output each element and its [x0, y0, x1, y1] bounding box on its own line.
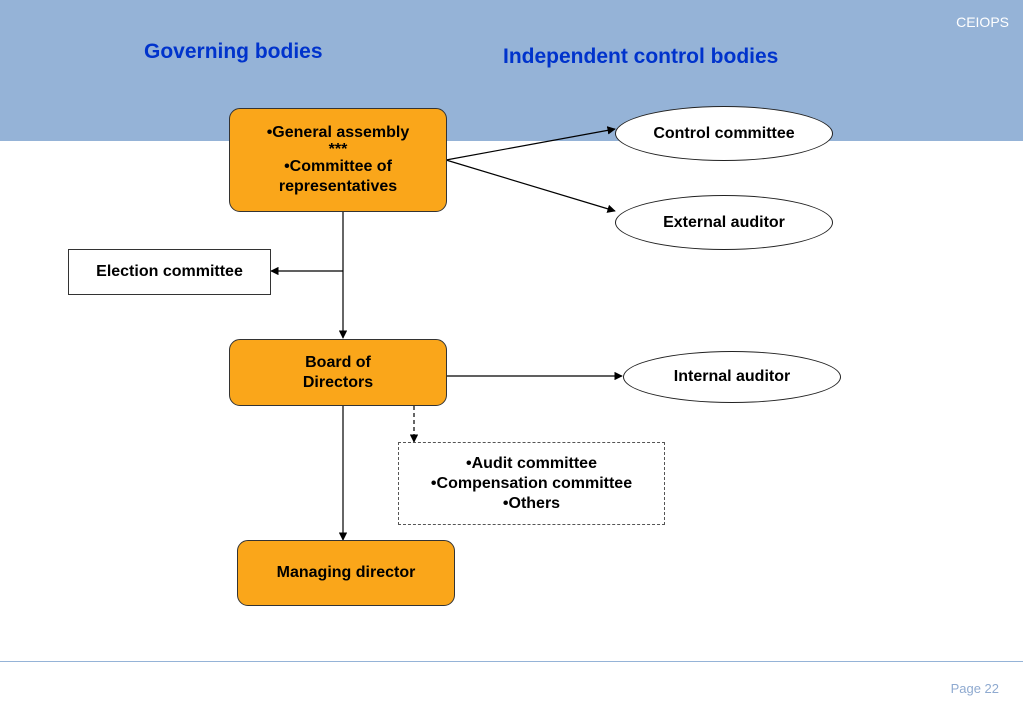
others-label: •Others [502, 494, 561, 512]
internal-auditor-ellipse: Internal auditor [623, 351, 841, 403]
committees-box: •Audit committee •Compensation committee… [398, 442, 665, 525]
control-committee-label: Control committee [653, 124, 795, 142]
audit-committee-label: •Audit committee [466, 454, 597, 472]
page-number: Page 22 [950, 681, 999, 696]
arrow-to-external-auditor [445, 159, 616, 213]
general-assembly-line1: •General assembly [266, 124, 410, 141]
footer-divider [0, 661, 1023, 662]
governing-bodies-title: Governing bodies [144, 40, 323, 63]
board-line2: Directors [302, 373, 374, 391]
external-auditor-ellipse: External auditor [615, 195, 833, 250]
general-assembly-box: •General assembly *** •Committee of repr… [229, 108, 447, 212]
election-committee-label: Election committee [96, 263, 243, 280]
external-auditor-label: External auditor [663, 213, 785, 231]
election-committee-box: Election committee [68, 249, 271, 295]
arrow-to-control-committee [445, 126, 616, 161]
compensation-committee-label: •Compensation committee [430, 474, 633, 492]
general-assembly-line2: *** [328, 141, 348, 158]
control-bodies-title: Independent control bodies [503, 45, 779, 68]
header-band [0, 0, 1023, 141]
board-of-directors-box: Board of Directors [229, 339, 447, 406]
brand-label: CEIOPS [956, 14, 1009, 30]
managing-director-label: Managing director [276, 564, 416, 581]
internal-auditor-label: Internal auditor [673, 368, 791, 385]
general-assembly-line4: representatives [278, 178, 398, 195]
control-committee-ellipse: Control committee [615, 106, 833, 161]
managing-director-box: Managing director [237, 540, 455, 606]
general-assembly-line3: •Committee of [284, 158, 392, 175]
board-line1: Board of [305, 353, 371, 371]
